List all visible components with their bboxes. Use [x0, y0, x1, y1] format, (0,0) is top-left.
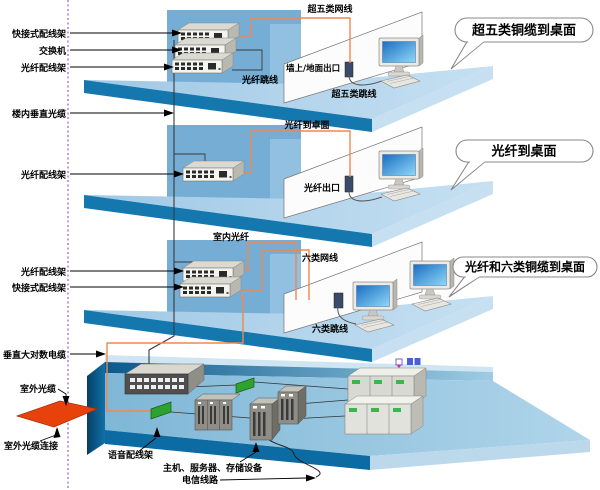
callouts: 超五类铜缆到桌面 光纤到桌面 光纤和六类铜缆到桌面: [448, 17, 598, 298]
floor1-fiber-patch-panel: [171, 52, 234, 74]
telecom-line-curve: [267, 438, 321, 478]
label-floor3-cat6-cable: 六类网线: [302, 252, 338, 264]
floor2-computer: [378, 147, 424, 202]
label-floor1-outlet: 墙上/地面出口: [286, 63, 340, 74]
basement-switch: [124, 363, 205, 395]
floor1-slab-front-left: [84, 80, 372, 132]
floor2-slab-front-left: [84, 195, 372, 247]
label-servers: 主机、服务器、存储设备: [163, 462, 263, 474]
devices: [124, 22, 455, 441]
label-floor1-cable: 超五类网线: [306, 3, 352, 15]
label-outdoor-fiber-connection: 室外光缆连接: [4, 440, 58, 452]
basement-link-2: [253, 381, 349, 390]
floor1-fiber-jumper-loop: [232, 49, 263, 71]
server-tower-1: [249, 397, 281, 441]
label-floor1-rack1: 快接式配线架: [12, 28, 66, 40]
floor1-computer: [378, 34, 424, 89]
callout-cat5e-text: 超五类铜缆到桌面: [472, 23, 576, 39]
storage-cabinets: [344, 367, 427, 435]
floor2-slab-front-right: [372, 181, 493, 247]
server-tower-2: [277, 385, 307, 425]
label-floor3-cat6-jumper: 六类跳线: [312, 323, 348, 335]
voice-patch-panel: [150, 401, 172, 420]
label-floor3-rack2: 快接式配线架: [12, 282, 66, 294]
floor1-slab-front-right: [372, 66, 493, 132]
label-floor1-fiber-jumper: 光纤跳线: [241, 74, 278, 86]
callout-cat5e-to-desktop: 超五类铜缆到桌面: [450, 17, 594, 70]
tiny-blue-marker: [395, 358, 421, 368]
labels: 超五类网线 快接式配线架 交换机 光纤配线架 光纤跳线 墙上/地面出口 超五类跳…: [3, 3, 377, 486]
floor2: [84, 125, 493, 247]
floor3-cat6-cable: [232, 249, 310, 300]
floor3-slab-front-left: [84, 310, 372, 362]
floor2-wall-outlet: [344, 175, 354, 193]
callout-fiber-text: 光纤到桌面: [490, 144, 556, 160]
basement-front-edge-dark: [105, 430, 370, 470]
basement-link-5: [297, 399, 349, 405]
label-vertical-copper: 垂直大对数电缆: [3, 349, 66, 361]
label-voice-patch: 语音配线架: [108, 449, 153, 461]
floor2-fiber-cable: [232, 130, 351, 177]
callout-fiber-cat6-text: 光纤和六类铜缆到桌面: [464, 259, 585, 274]
label-floor2-cable: 光纤到卓面: [283, 119, 329, 131]
floor3-computer-front: [352, 278, 398, 333]
floor2-fiber-patch-panel: [182, 160, 245, 182]
cables: [106, 17, 383, 478]
floor1-cat5e-cable: [230, 17, 351, 63]
floor3-desk-jumper: [337, 305, 357, 325]
label-floor2-outlet: 光纤出口: [303, 182, 340, 194]
label-floor1-rack2: 交换机: [39, 45, 66, 57]
vertical-copper-riser: [106, 296, 244, 412]
label-building-vertical-fiber: 楼内垂直光缆: [12, 108, 66, 120]
basement-green-panel: [235, 377, 255, 394]
floor2-backbone-branch: [174, 153, 206, 163]
floor2-desk-jumper: [348, 189, 383, 202]
label-floor2-rack: 光纤配线架: [20, 169, 66, 181]
server-rack-group: [194, 393, 241, 431]
callout-fiber-to-desktop: 光纤到桌面: [450, 139, 594, 191]
basement-front-edge-light: [370, 440, 590, 470]
leader-lines: [39, 29, 316, 482]
callout-fiber-cat6-to-desktop: 光纤和六类铜缆到桌面: [448, 256, 598, 298]
label-telecom-line: 电信线路: [182, 474, 219, 486]
label-floor3-indoor-fiber: 室内光纤: [213, 231, 249, 243]
floor1-desk-jumper: [348, 73, 383, 86]
floor3-wall-outlet: [333, 292, 344, 309]
floor3-quick-patch-panel: [179, 276, 242, 298]
floor3-slab-front-right: [372, 296, 493, 362]
label-outdoor-fiber: 室外光缆: [20, 383, 56, 395]
label-floor1-rack3: 光纤配线架: [20, 62, 66, 74]
label-floor3-rack1: 光纤配线架: [20, 266, 66, 278]
floor3-computer-back: [409, 257, 455, 312]
outdoor-fiber-connector: [15, 400, 99, 428]
label-floor1-desk-jumper: 超五类跳线: [330, 88, 376, 100]
